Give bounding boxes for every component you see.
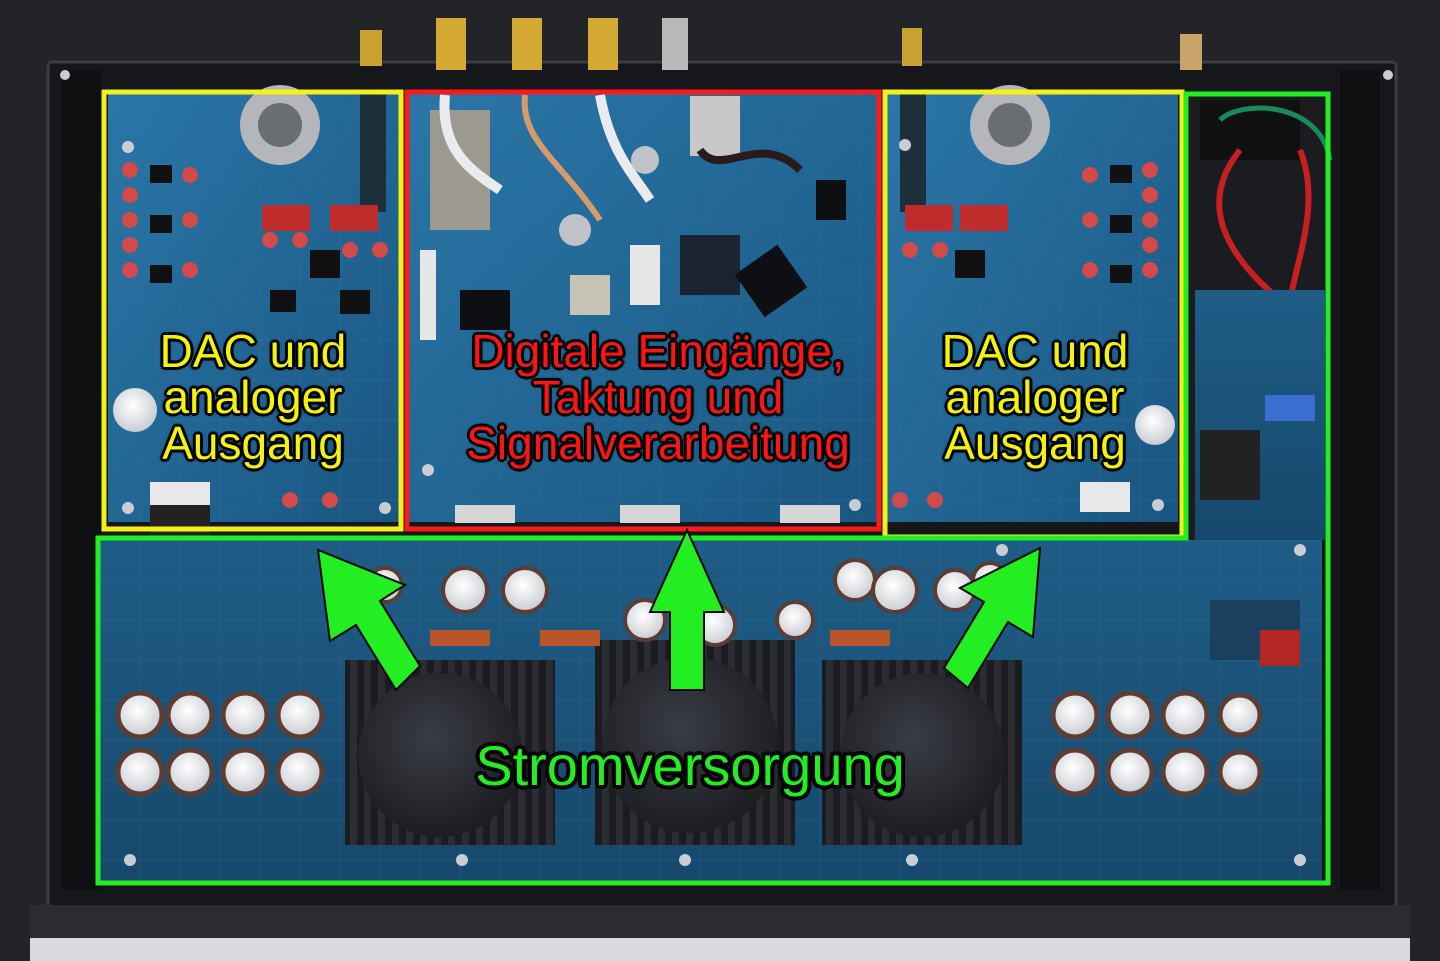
dac-label-right-line2: analoger [945,371,1125,423]
dac-label-right-line3: Ausgang [944,417,1126,469]
power-outline [95,91,1331,886]
digital-label-line1: Digitale Eingänge, [471,325,845,377]
digital-board [408,90,878,523]
digital-section-label: Digitale Eingänge, Taktung und Signalver… [410,328,906,466]
power-supply-label: Stromversorgung [420,738,960,794]
right-dac-board [886,85,1178,522]
left-dac-board [108,85,400,537]
digital-outline [404,89,882,532]
left-dac-outline [101,89,404,532]
rear-connectors [360,18,1202,70]
dac-label-right-line1: DAC und [941,325,1129,377]
dac-label-left-line2: analoger [163,371,343,423]
mains-section [1190,90,1333,540]
dac-label-left-line1: DAC und [159,325,347,377]
digital-label-line3: Signalverarbeitung [466,417,850,469]
power-label-text: Stromversorgung [475,734,905,797]
dac-output-label-right: DAC und analoger Ausgang [900,328,1170,466]
dac-output-label-left: DAC und analoger Ausgang [118,328,388,466]
dac-label-left-line3: Ausgang [162,417,344,469]
digital-label-line2: Taktung und [532,371,784,423]
power-arrows [316,527,1042,692]
